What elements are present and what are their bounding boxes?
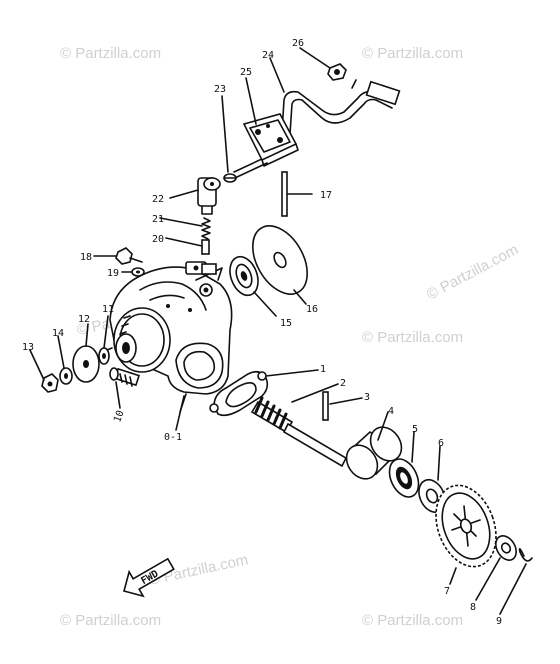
watermark: © Partzilla.com (60, 45, 161, 62)
label-0-1: 0-1 (164, 432, 182, 443)
label-2: 2 (340, 378, 346, 389)
part-labels: 26 24 25 23 22 21 20 18 19 17 16 15 11 1… (22, 38, 502, 627)
part-18-bolt (115, 247, 143, 265)
part-14-washer (59, 367, 73, 385)
label-11: 11 (102, 304, 114, 315)
label-26: 26 (292, 38, 304, 49)
label-3: 3 (364, 392, 370, 403)
label-21: 21 (152, 214, 164, 225)
label-22: 22 (152, 194, 164, 205)
part-5-bearing (388, 458, 420, 498)
label-25: 25 (240, 67, 252, 78)
label-24: 24 (262, 50, 274, 61)
label-17: 17 (320, 190, 332, 201)
part-8-washer (495, 535, 517, 561)
watermark: © Partzilla.com (362, 45, 463, 62)
part-23-screw (223, 173, 237, 183)
part-2-worm-shaft (250, 396, 348, 468)
part-21-spring (201, 217, 211, 240)
label-7: 7 (444, 586, 450, 597)
label-12: 12 (78, 314, 90, 325)
part-26-cap (327, 63, 347, 81)
watermark: © Partzilla.com (362, 329, 463, 346)
label-6: 6 (438, 438, 444, 449)
label-10: 10 (112, 409, 126, 424)
watermark: © Partzilla.com (60, 612, 161, 629)
label-8: 8 (470, 602, 476, 613)
label-14: 14 (52, 328, 64, 339)
label-23: 23 (214, 84, 226, 95)
pump-cover (101, 307, 171, 373)
part-11-washer (98, 347, 110, 365)
part-7-gear (435, 484, 497, 568)
watermark: © Partzilla.com (424, 241, 521, 303)
part-17-pin (281, 171, 288, 217)
label-13: 13 (22, 342, 34, 353)
part-9-circlip (518, 548, 533, 562)
watermark: © Partzilla.com (362, 612, 463, 629)
part-22-fitting (197, 177, 221, 215)
part-10-screw (109, 367, 141, 387)
fwd-arrow: FWD (123, 557, 175, 598)
part-13-nut (41, 373, 59, 393)
part-20-pin (201, 239, 210, 255)
part-24-pipe (233, 79, 401, 178)
part-3-pin (322, 391, 329, 421)
label-9: 9 (496, 616, 502, 627)
part-15-seal (229, 255, 259, 297)
label-19: 19 (107, 268, 119, 279)
label-4: 4 (388, 406, 394, 417)
part-1-gasket (209, 370, 269, 417)
label-18: 18 (80, 252, 92, 263)
label-1: 1 (320, 364, 326, 375)
part-16-plate (252, 225, 308, 295)
part-25-plate (242, 113, 299, 167)
label-15: 15 (280, 318, 292, 329)
label-16: 16 (306, 304, 318, 315)
label-20: 20 (152, 234, 164, 245)
part-12-plate (72, 345, 100, 383)
leader-lines (29, 47, 527, 615)
label-5: 5 (412, 424, 418, 435)
